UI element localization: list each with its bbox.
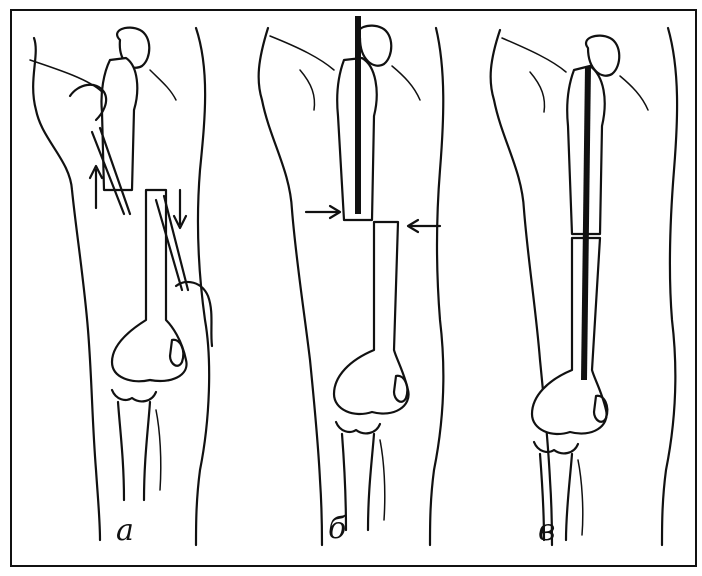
panel-a-fibula xyxy=(156,410,161,490)
panel-v-thigh-right-contour xyxy=(662,28,677,545)
panel-v-knee-joint xyxy=(534,442,578,453)
panel-b-thigh-right-contour xyxy=(430,28,443,545)
panel-b-lower-femur-fragment xyxy=(334,222,409,414)
panel-b-drawing xyxy=(259,16,444,545)
panel-v-intramedullary-rod xyxy=(584,66,588,380)
panel-v-fibula xyxy=(578,460,583,535)
panel-b-buttock-line xyxy=(300,70,314,110)
panel-v-buttock-line xyxy=(530,72,544,112)
panel-v-drawing xyxy=(491,28,677,545)
panel-b-thigh-left-contour xyxy=(259,28,322,545)
panel-v-pelvis-line xyxy=(620,76,648,110)
panel-v-label: в xyxy=(538,516,555,546)
panel-a-pelvis-line xyxy=(150,70,176,100)
panel-v-thigh-left-contour xyxy=(491,30,552,545)
panel-a-tibia-right xyxy=(144,402,150,500)
panel-a-tibia-left xyxy=(118,402,124,500)
panel-a-drawing xyxy=(30,28,212,545)
panel-a-thigh-left-contour xyxy=(33,38,100,540)
panel-a-knee-joint xyxy=(112,390,156,401)
panel-b-tibia-right xyxy=(368,434,374,530)
panel-v-tibia-right xyxy=(566,454,572,540)
panel-a-label: а xyxy=(116,516,134,546)
panel-b-fibula xyxy=(380,440,385,520)
panel-b-hip-fold xyxy=(270,36,334,70)
panel-v-hip-fold xyxy=(502,38,566,72)
panel-b-knee-joint xyxy=(336,422,380,433)
panel-b-label: б xyxy=(328,514,346,544)
panel-a-hip-fold xyxy=(30,60,102,92)
panel-b-pelvis-line xyxy=(392,66,420,100)
